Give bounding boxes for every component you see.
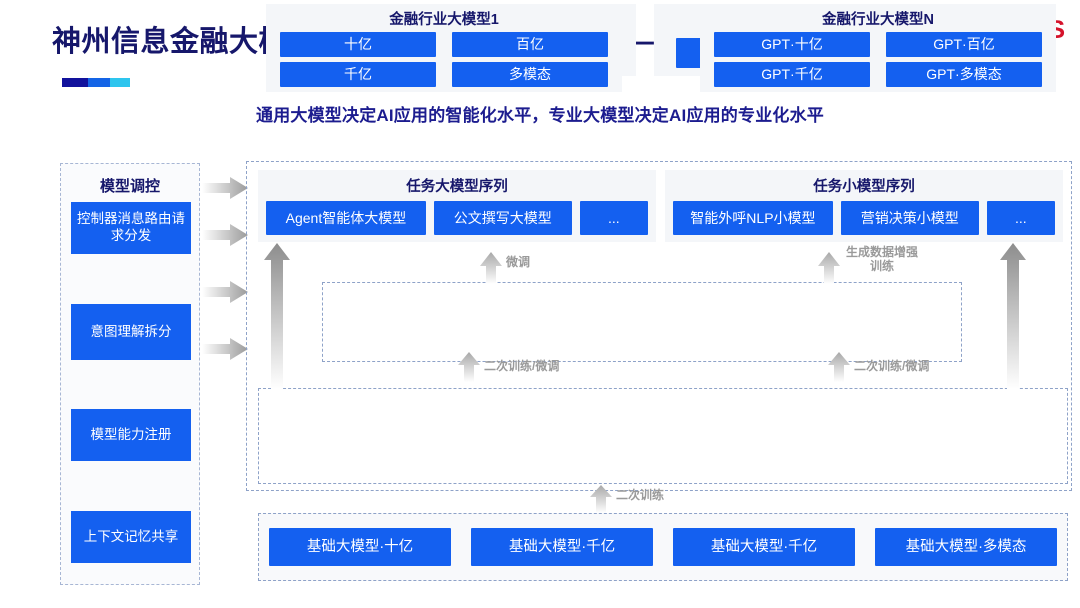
flow-arrow-right-1 [202,177,248,199]
task-panel-small-title: 任务小模型序列 [813,179,915,195]
model-chip-marketing-decision[interactable]: 营销决策小模型 [840,201,979,235]
base-chip-hundredbillion[interactable]: 基础大模型·千亿 [471,528,653,566]
finance-model-group [258,388,1068,484]
finance-panel-n-title: 金融行业大模型N [822,12,934,28]
domain-model-group [322,282,962,362]
flow-arrow-up-retrain-left [458,352,480,382]
sidebar-model-control: 模型调控 控制器消息路由请求分发 意图理解拆分 模型能力注册 上下文记忆共享 [60,163,200,585]
finance-panel-n-items: GPT·十亿 GPT·百亿 GPT·千亿 GPT·多模态 [714,32,1042,87]
task-panel-large-models: 任务大模型序列 Agent智能体大模型 公文撰写大模型 ... [258,170,656,242]
finance-chip-1-billion[interactable]: 十亿 [280,32,436,57]
model-chip-more-small[interactable]: ... [986,201,1055,235]
caption-gen-data-aug-line2: 训练 [870,258,895,273]
model-chip-doc-writing[interactable]: 公文撰写大模型 [433,201,572,235]
sidebar-item-controller-routing[interactable]: 控制器消息路由请求分发 [71,202,191,254]
main-diagram-frame [246,161,1072,491]
base-model-group: 基础大模型·十亿 基础大模型·千亿 基础大模型·千亿 基础大模型·多模态 [258,513,1068,581]
finance-chip-1-tenbillion[interactable]: 百亿 [452,32,608,57]
base-model-items: 基础大模型·十亿 基础大模型·千亿 基础大模型·千亿 基础大模型·多模态 [269,528,1057,566]
flow-arrow-up-retrain-right [828,352,850,382]
task-panel-large-items: Agent智能体大模型 公文撰写大模型 ... [266,201,648,235]
finance-panel-1-items: 十亿 百亿 千亿 多模态 [280,32,608,87]
task-panel-small-models: 任务小模型序列 智能外呼NLP小模型 营销决策小模型 ... [665,170,1063,242]
flow-arrow-right-4 [202,338,248,360]
finance-chip-1-multimodal[interactable]: 多模态 [452,62,608,87]
flow-arrow-up-gen-data-aug [818,252,840,284]
caption-retrain-finetune-left: 二次训练/微调 [484,359,560,373]
caption-fine-tune: 微调 [506,255,531,269]
finance-chip-1-hundredbillion[interactable]: 千亿 [280,62,436,87]
caption-retrain-finetune-right: 二次训练/微调 [854,359,930,373]
accent-segment-1 [62,78,88,87]
model-chip-outbound-nlp[interactable]: 智能外呼NLP小模型 [673,201,833,235]
page-subtitle: 通用大模型决定AI应用的智能化水平，专业大模型决定AI应用的专业化水平 [256,106,824,125]
task-panel-small-items: 智能外呼NLP小模型 营销决策小模型 ... [673,201,1055,235]
finance-panel-1: 金融行业大模型1 十亿 百亿 千亿 多模态 [266,4,622,92]
finance-chip-n-multimodal[interactable]: GPT·多模态 [886,62,1042,87]
flow-arrow-up-long-left [264,243,290,389]
finance-chip-n-hundredbillion[interactable]: GPT·千亿 [714,62,870,87]
finance-panel-n: 金融行业大模型N GPT·十亿 GPT·百亿 GPT·千亿 GPT·多模态 [700,4,1056,92]
sidebar-item-context-memory[interactable]: 上下文记忆共享 [71,511,191,563]
sidebar-item-intent-parsing[interactable]: 意图理解拆分 [71,304,191,360]
finance-chip-n-tenbillion[interactable]: GPT·百亿 [886,32,1042,57]
flow-arrow-up-retrain-base [590,485,612,513]
flow-arrow-up-finetune [480,252,502,284]
base-chip-billion[interactable]: 基础大模型·十亿 [269,528,451,566]
base-chip-multimodal[interactable]: 基础大模型·多模态 [875,528,1057,566]
accent-bar [62,78,130,87]
flow-arrow-up-long-right [1000,243,1026,389]
accent-segment-2 [87,78,111,87]
sidebar-title: 模型调控 [99,178,160,195]
caption-gen-data-aug: 生成数据增强 训练 [846,245,919,274]
flow-arrow-right-2 [202,224,248,246]
caption-retrain: 二次训练 [616,488,665,502]
flow-arrow-right-3 [202,281,248,303]
accent-segment-3 [110,78,130,87]
finance-panel-1-title: 金融行业大模型1 [389,12,499,28]
sidebar-item-capability-registry[interactable]: 模型能力注册 [71,409,191,461]
finance-chip-n-billion[interactable]: GPT·十亿 [714,32,870,57]
caption-gen-data-aug-line1: 生成数据增强 [846,245,919,259]
model-chip-more-large[interactable]: ... [579,201,648,235]
base-chip-trillion[interactable]: 基础大模型·千亿 [673,528,855,566]
model-chip-agent[interactable]: Agent智能体大模型 [266,201,426,235]
task-panel-large-title: 任务大模型序列 [406,179,508,195]
